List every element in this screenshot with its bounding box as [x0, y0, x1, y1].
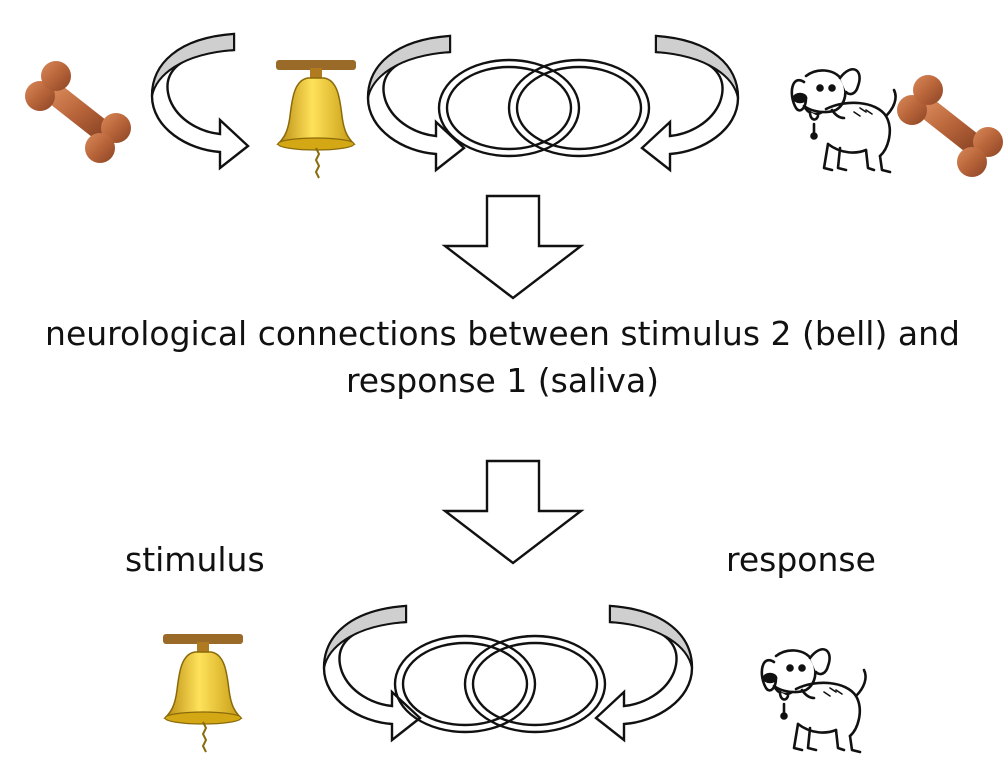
caption: neurological connections between stimulu…	[0, 310, 1005, 404]
response-label: response	[726, 540, 876, 579]
bell-icon	[275, 59, 357, 179]
dog-icon	[790, 67, 897, 174]
caption-line-1: neurological connections between stimulu…	[45, 314, 960, 353]
interlocking-rings-icon	[437, 58, 651, 158]
curved-arrow-icon	[594, 604, 694, 742]
bone-icon	[897, 75, 1003, 177]
interlocking-rings-icon	[393, 634, 607, 734]
down-arrow-icon	[443, 194, 583, 300]
curved-arrow-icon	[150, 32, 250, 170]
bell-icon	[162, 633, 244, 753]
curved-arrow-icon	[640, 34, 740, 172]
caption-line-2: response 1 (saliva)	[345, 361, 660, 400]
dog-icon	[760, 647, 867, 754]
bone-icon	[25, 61, 131, 163]
stimulus-label: stimulus	[125, 540, 265, 579]
down-arrow-icon	[443, 459, 583, 565]
curved-arrow-icon	[366, 34, 466, 172]
